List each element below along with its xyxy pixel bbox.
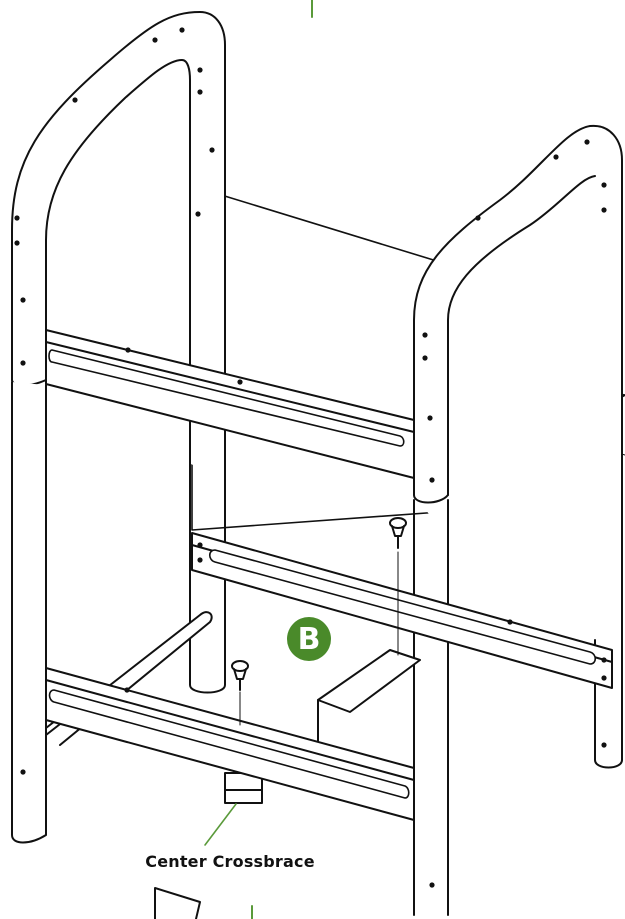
- back-panel: [191, 185, 441, 531]
- next-panel-fragment: [154, 887, 201, 919]
- center-crossbrace: [224, 649, 421, 804]
- bolt-lower: [231, 660, 249, 726]
- lower-front-crossbar: [45, 667, 415, 821]
- center-crossbrace-label: Center Crossbrace: [145, 852, 315, 871]
- bolt-upper: [389, 517, 407, 656]
- right-side-frame: [413, 124, 623, 916]
- step-badge: B: [287, 617, 331, 661]
- upper-front-crossbar: [45, 329, 415, 479]
- callout-leader-line: [204, 803, 237, 846]
- middle-back-crossbar: [191, 532, 613, 689]
